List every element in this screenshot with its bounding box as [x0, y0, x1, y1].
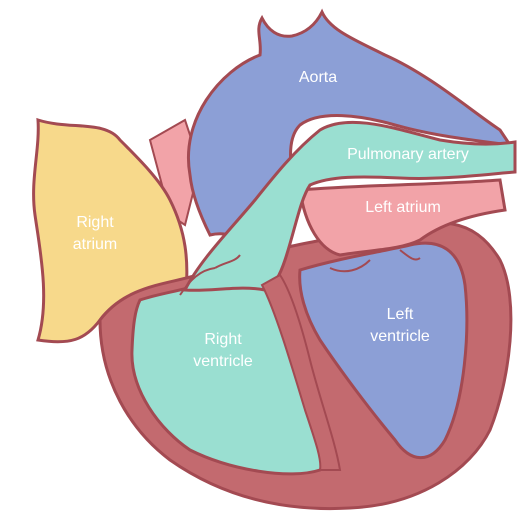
- label-right-atrium-2: atrium: [60, 235, 130, 255]
- label-aorta: Aorta: [288, 68, 348, 88]
- label-left-atrium: Left atrium: [348, 198, 458, 218]
- label-left-ventricle-2: ventricle: [365, 327, 435, 347]
- label-right-ventricle-1: Right: [183, 330, 263, 350]
- label-pulmonary-artery: Pulmonary artery: [318, 145, 498, 165]
- label-right-atrium-1: Right: [60, 213, 130, 233]
- label-left-ventricle-1: Left: [365, 305, 435, 325]
- label-right-ventricle-2: ventricle: [183, 352, 263, 372]
